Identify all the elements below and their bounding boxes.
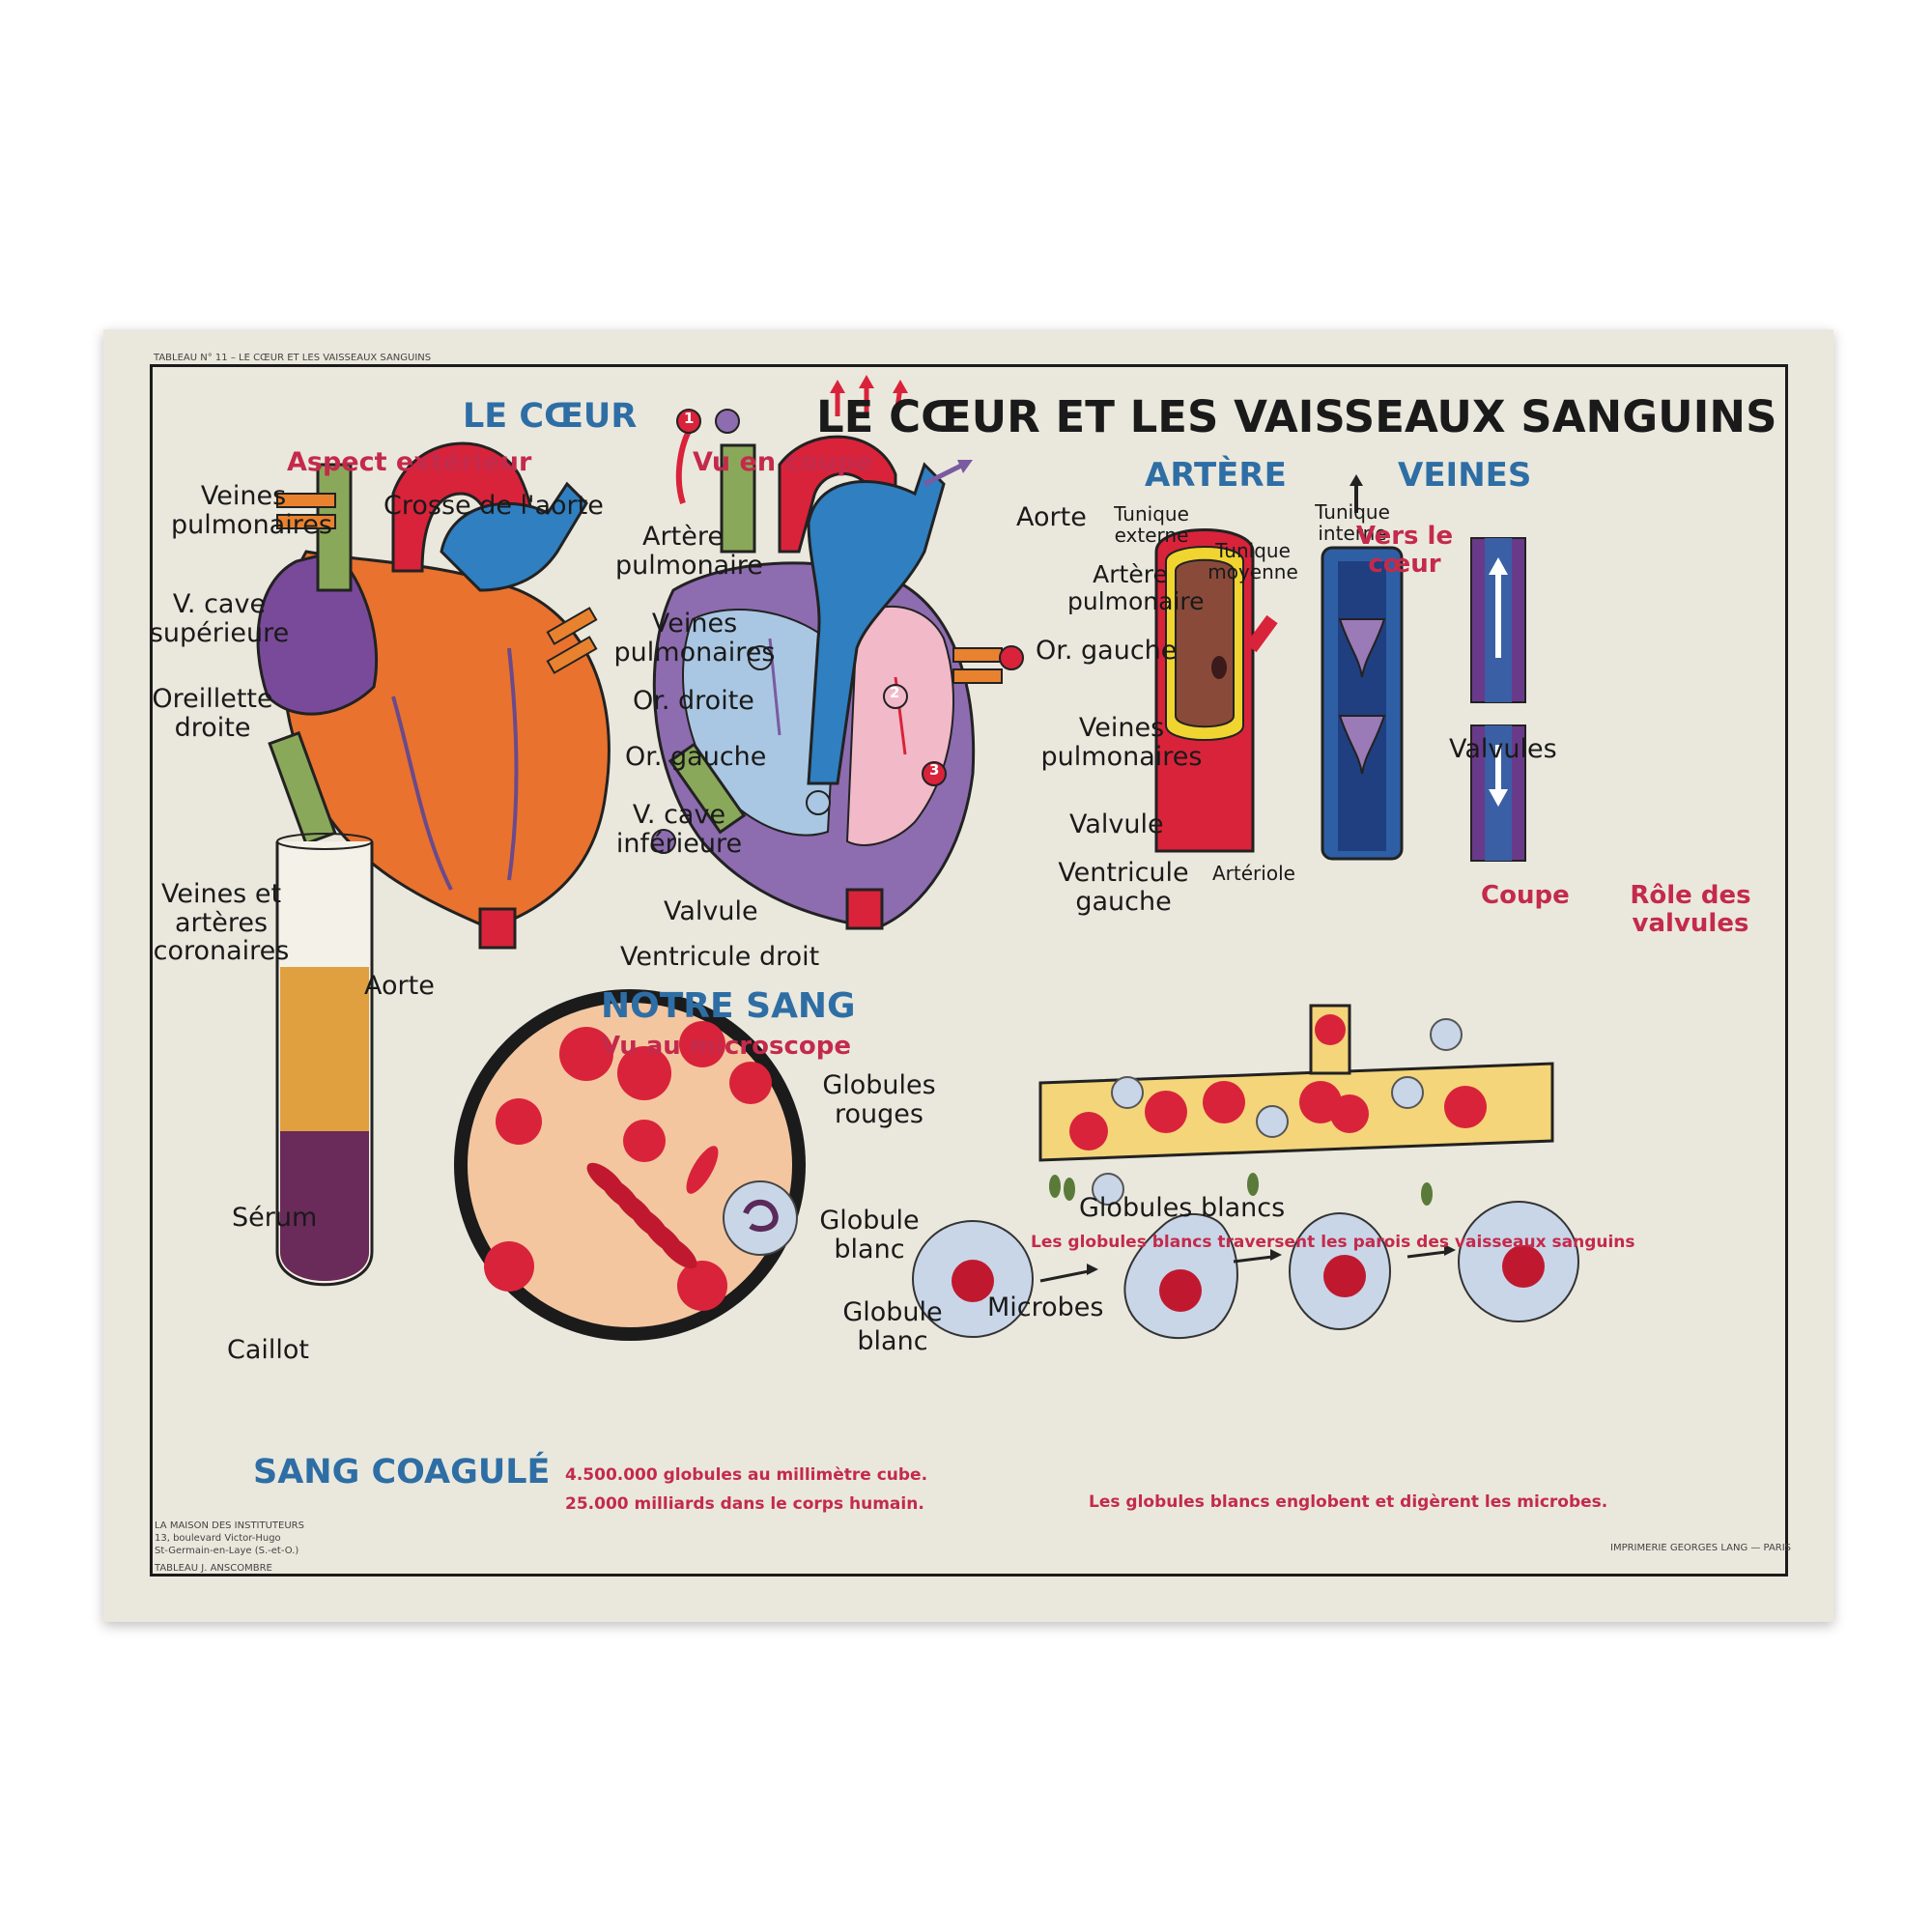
label-ventricule-droit: Ventricule droit — [620, 942, 820, 972]
vessel-illustration — [1038, 1004, 1554, 1206]
footer-printer: IMPRIMERIE GEORGES LANG — PARIS — [1610, 1543, 1792, 1553]
label-globule-blanc-phago: Globule blanc — [842, 1297, 943, 1356]
illustrations — [256, 375, 1579, 1341]
veins-title: VEINES — [1398, 456, 1532, 495]
artery-illustration — [1154, 528, 1278, 853]
heart-number-2: 2 — [890, 684, 900, 701]
exterior-title: Aspect extérieur — [287, 447, 532, 477]
label-veines-pulmonaires-mid: Veines pulmonaires — [613, 609, 776, 668]
poster: TABLEAU N° 11 – LE CŒUR ET LES VAISSEAUX… — [103, 329, 1833, 1622]
label-ventricule-gauche: Ventricule gauche — [1058, 858, 1189, 917]
label-vcave-inferieure: V. cave inférieure — [615, 800, 743, 859]
label-tunique-moyenne: Tunique moyenne — [1208, 539, 1298, 583]
label-or-gauche-mid: Or. gauche — [625, 742, 767, 772]
vessel-caption: Les globules blancs traversent les paroi… — [1031, 1233, 1635, 1252]
label-aorte-ext: Aorte — [364, 971, 435, 1001]
label-microbes: Microbes — [987, 1293, 1104, 1322]
label-or-gauche-cut: Or. gauche — [1036, 636, 1178, 666]
label-aorte-cut: Aorte — [1016, 502, 1087, 532]
test-tube-illustration — [275, 833, 374, 1287]
heart-number-3: 3 — [929, 761, 940, 779]
phago-caption: Les globules blancs englobent et digèren… — [1089, 1492, 1608, 1512]
heart-number-1: 1 — [684, 410, 695, 427]
section-view-title: Vu en coupe — [693, 447, 873, 477]
footer-address-2: St-Germain-en-Laye (S.-et-O.) — [155, 1546, 299, 1556]
blood-subtitle: Vu au microscope — [601, 1032, 851, 1061]
cut-heart-illustration — [651, 375, 1024, 930]
label-vers-le-coeur: Vers le cœur — [1355, 522, 1454, 579]
exterior-heart-illustration — [256, 441, 611, 950]
label-role-valvules: Rôle des valvules — [1630, 881, 1751, 938]
label-arteriole: Artériole — [1212, 862, 1295, 885]
label-oreillette-droite: Oreillette droite — [152, 684, 273, 743]
label-serum: Sérum — [232, 1203, 318, 1233]
blood-stat-2: 25.000 milliards dans le corps humain. — [565, 1494, 924, 1514]
label-veines-pulmonaires-ext: Veines pulmonaires — [171, 481, 332, 540]
veins-illustration — [1321, 474, 1526, 862]
top-note: TABLEAU N° 11 – LE CŒUR ET LES VAISSEAUX… — [154, 353, 432, 363]
coag-title: SANG COAGULÉ — [253, 1453, 551, 1492]
label-vcave-superieure: V. cave supérieure — [149, 589, 290, 648]
footer-address-1: 13, boulevard Victor-Hugo — [155, 1533, 281, 1544]
heart-section-title: LE CŒUR — [463, 397, 638, 436]
poster-frame — [150, 364, 1788, 1577]
label-crosse-aorte: Crosse de l'aorte — [384, 491, 604, 521]
microscope-circle-illustration — [454, 989, 806, 1341]
label-globule-blanc-micro: Globule blanc — [819, 1206, 920, 1264]
blood-title: NOTRE SANG — [601, 986, 856, 1026]
artery-title: ARTÈRE — [1145, 456, 1287, 495]
label-globules-rouges: Globules rouges — [822, 1070, 936, 1129]
label-valvule-mid: Valvule — [664, 896, 758, 926]
label-tunique-interne: Tunique interne — [1315, 500, 1390, 545]
phagocytosis-illustration — [912, 1173, 1579, 1339]
label-coupe: Coupe — [1481, 881, 1570, 910]
label-tunique-externe: Tunique externe — [1114, 502, 1189, 547]
label-valvules: Valvules — [1449, 734, 1557, 764]
footer-publisher: LA MAISON DES INSTITUTEURS — [155, 1520, 304, 1531]
blood-stat-1: 4.500.000 globules au millimètre cube. — [565, 1465, 928, 1485]
main-title: LE CŒUR ET LES VAISSEAUX SANGUINS — [816, 391, 1777, 442]
footer-tableau: TABLEAU J. ANSCOMBRE — [155, 1563, 272, 1574]
label-or-droite: Or. droite — [633, 686, 754, 716]
label-caillot: Caillot — [227, 1335, 310, 1365]
label-artere-pulmonaire-cut: Artère pulmonaire — [1067, 560, 1205, 615]
label-veines-arteres-coronaires: Veines et artères coronaires — [153, 879, 290, 967]
label-globules-blancs: Globules blancs — [1079, 1193, 1286, 1223]
label-valvule-cut: Valvule — [1069, 810, 1164, 839]
label-artere-pulmonaire-ext: Artère pulmonaire — [615, 522, 763, 581]
label-veines-pulmonaires-cut: Veines pulmonaires — [1040, 713, 1203, 772]
